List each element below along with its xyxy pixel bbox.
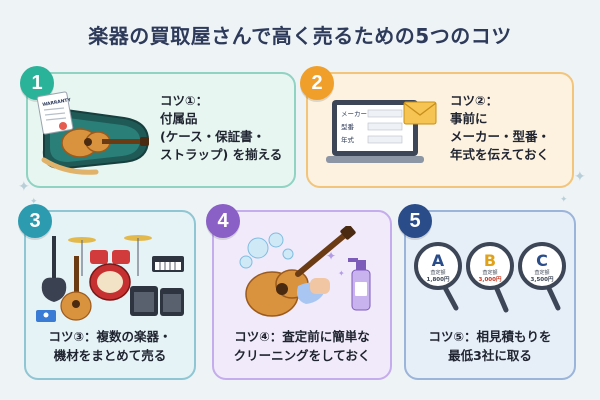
svg-text:✦: ✦ [338,269,345,278]
tip-line: コツ①： [160,93,209,108]
tip-line: ストラップ) を揃える [160,147,283,163]
page-title: 楽器の買取屋さんで高く売るための5つのコツ [88,24,512,48]
tip-text-5: コツ⑤：相見積もりを 最低3社に取る [406,328,574,366]
tip-number-badge: 5 [398,204,432,238]
tip-line: 事前に [450,111,488,127]
svg-text:✦: ✦ [326,249,336,263]
tip-text-2: コツ②： 事前に メーカー・型番・ 年式を伝えておく [450,92,550,165]
tip-text-4: コツ④：査定前に簡単な クリーニングをしておく [214,328,390,366]
tip-number-badge: 3 [18,204,52,238]
tip-line: コツ②： [450,93,499,108]
tip-line: (ケース・保証書・ [160,129,266,145]
form-field-model: 型番 [341,122,355,131]
sparkle-icon: ✦ [574,169,586,185]
sparkle-icon: ✦ [18,179,30,195]
warranty-label: WARRANTY [42,97,72,108]
tip-line: コツ③：複数の楽器・ [48,329,172,344]
quote-caption-b: 査定額 [482,269,497,276]
tip-card-1: 1 WARRANTY コツ①： 付属品 (ケース・保証書・ ストラップ) を揃え… [20,66,296,188]
tip-number-badge: 1 [20,66,54,100]
quote-amount-b: 3,000円 [479,276,502,283]
tip-card-5: 5 A 査定額 1,800円 B 査定額 3,000円 C 査定額 3,500円… [398,204,576,380]
tip-card-4: 4 ✦ ✦ コツ④：査定前に簡単な クリーニングをしておく [206,204,392,380]
tip-line: クリーニングをしておく [233,347,371,363]
tip-number-badge: 2 [300,66,334,100]
quote-caption-a: 査定額 [430,269,445,276]
tip-line: 最低3社に取る [448,347,532,363]
tip-line: コツ⑤：相見積もりを [428,329,552,344]
guitar-cleaning-illustration: ✦ ✦ [239,226,371,317]
quote-letter-b: B [484,251,496,270]
quote-letter-c: C [536,251,548,270]
quote-caption-c: 査定額 [534,269,549,276]
tip-line: コツ④：査定前に簡単な [234,329,370,344]
sparkle-icon: ✦ [30,197,38,207]
quote-amount-c: 3,500円 [531,276,554,283]
sparkle-icon: ✦ [560,195,568,205]
tip-card-2: 2 メーカー 型番 年式 コツ②： 事前に メーカー・型番・ 年式を伝えておく [300,66,574,188]
instruments-bundle-illustration [36,235,184,322]
quote-amount-a: 1,800円 [427,276,450,283]
tip-card-3: 3 コツ③：複数の楽器・ 機材をまとめて売る [18,204,196,380]
magnifying-glasses-illustration: A 査定額 1,800円 B 査定額 3,000円 C 査定額 3,500円 [414,242,566,313]
form-field-year: 年式 [341,135,355,144]
tip-line: 機材をまとめて売る [53,347,167,363]
tip-text-1: コツ①： 付属品 (ケース・保証書・ ストラップ) を揃える [160,92,282,165]
form-field-maker: メーカー [341,110,367,118]
laptop-illustration: メーカー 型番 年式 [326,100,437,163]
tip-text-3: コツ③：複数の楽器・ 機材をまとめて売る [26,328,194,366]
tip-number-badge: 4 [206,204,240,238]
quote-letter-a: A [432,251,445,270]
tip-line: 年式を伝えておく [450,147,550,163]
guitar-case-illustration: WARRANTY [36,91,150,175]
tip-line: メーカー・型番・ [450,129,551,145]
tip-line: 付属品 [160,111,198,127]
